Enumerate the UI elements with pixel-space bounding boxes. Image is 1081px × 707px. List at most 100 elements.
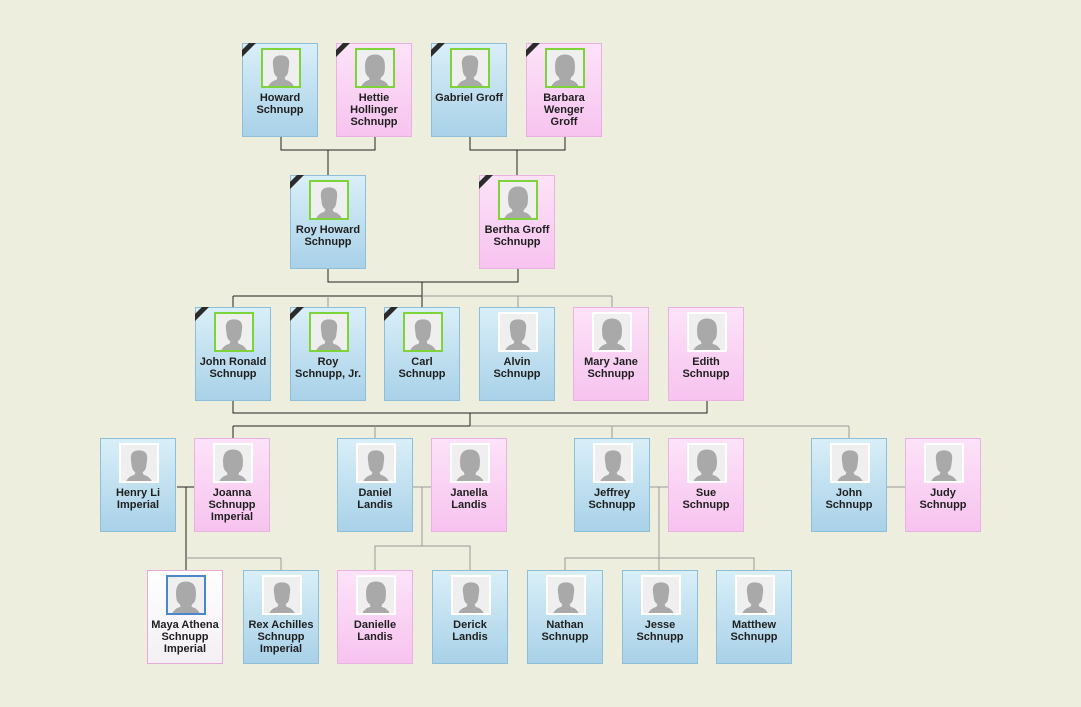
person-photo [687, 443, 727, 483]
person-photo [735, 575, 775, 615]
silhouette-male-icon [837, 450, 863, 481]
person-photo [498, 312, 538, 352]
person-card-rex-achilles-schnupp-imperial[interactable]: Rex Achilles Schnupp Imperial [243, 570, 319, 664]
person-photo [450, 443, 490, 483]
person-name: Daniel Landis [357, 487, 393, 511]
silhouette-female-icon [551, 54, 579, 86]
person-card-judy-schnupp[interactable]: Judy Schnupp [905, 438, 981, 532]
silhouette-male-icon [410, 319, 436, 350]
silhouette-male-icon [458, 582, 484, 613]
deceased-ribbon-icon [384, 307, 398, 321]
person-photo [214, 312, 254, 352]
deceased-ribbon-icon [242, 43, 256, 57]
silhouette-female-icon [172, 581, 200, 613]
connector-line [469, 137, 566, 151]
person-photo [356, 575, 396, 615]
deceased-ribbon-icon [526, 43, 540, 57]
person-name: Roy Schnupp, Jr. [294, 356, 361, 380]
person-name: Matthew Schnupp [730, 619, 778, 643]
person-name: Bertha Groff Schnupp [484, 224, 550, 248]
deceased-ribbon-icon [431, 43, 445, 57]
person-photo [546, 575, 586, 615]
person-card-alvin-schnupp[interactable]: Alvin Schnupp [479, 307, 555, 401]
person-card-edith-schnupp[interactable]: Edith Schnupp [668, 307, 744, 401]
silhouette-female-icon [598, 318, 626, 350]
person-card-nathan-schnupp[interactable]: Nathan Schnupp [527, 570, 603, 664]
person-name: Henry Li Imperial [115, 487, 160, 511]
person-card-derick-landis[interactable]: Derick Landis [432, 570, 508, 664]
person-name: Nathan Schnupp [541, 619, 589, 643]
person-card-hettie-hollinger-schnupp[interactable]: Hettie Hollinger Schnupp [336, 43, 412, 137]
silhouette-male-icon [363, 450, 389, 481]
person-photo [309, 180, 349, 220]
person-card-gabriel-groff[interactable]: Gabriel Groff [431, 43, 507, 137]
person-photo [356, 443, 396, 483]
person-name: Janella Landis [450, 487, 488, 511]
person-name: Sue Schnupp [682, 487, 730, 511]
person-name: Roy Howard Schnupp [295, 224, 361, 248]
person-name: Edith Schnupp [682, 356, 730, 380]
person-card-roy-schnupp-jr[interactable]: Roy Schnupp, Jr. [290, 307, 366, 401]
person-card-jeffrey-schnupp[interactable]: Jeffrey Schnupp [574, 438, 650, 532]
person-photo [261, 48, 301, 88]
person-photo [830, 443, 870, 483]
person-photo [166, 575, 206, 615]
silhouette-female-icon [361, 54, 389, 86]
person-card-daniel-landis[interactable]: Daniel Landis [337, 438, 413, 532]
silhouette-male-icon [505, 319, 531, 350]
deceased-ribbon-icon [336, 43, 350, 57]
silhouette-female-icon [693, 449, 721, 481]
connector-line [564, 557, 755, 570]
silhouette-female-icon [693, 318, 721, 350]
silhouette-female-icon [219, 449, 247, 481]
person-card-mary-jane-schnupp[interactable]: Mary Jane Schnupp [573, 307, 649, 401]
person-card-henry-li-imperial[interactable]: Henry Li Imperial [100, 438, 176, 532]
person-photo [593, 443, 633, 483]
person-name: Jesse Schnupp [636, 619, 684, 643]
person-photo [355, 48, 395, 88]
connector-line [280, 137, 376, 151]
silhouette-male-icon [316, 187, 342, 218]
person-name: Barbara Wenger Groff [543, 92, 585, 128]
person-card-danielle-landis[interactable]: Danielle Landis [337, 570, 413, 664]
person-name: John Ronald Schnupp [199, 356, 267, 380]
person-photo [451, 575, 491, 615]
deceased-ribbon-icon [195, 307, 209, 321]
silhouette-male-icon [316, 319, 342, 350]
person-card-joanna-schnupp-imperial[interactable]: Joanna Schnupp Imperial [194, 438, 270, 532]
silhouette-male-icon [931, 450, 957, 481]
person-photo [309, 312, 349, 352]
silhouette-female-icon [504, 186, 532, 218]
silhouette-male-icon [221, 319, 247, 350]
silhouette-male-icon [269, 582, 295, 613]
person-card-howard-schnupp[interactable]: Howard Schnupp [242, 43, 318, 137]
person-photo [119, 443, 159, 483]
person-name: Carl Schnupp [398, 356, 446, 380]
person-name: Gabriel Groff [435, 92, 503, 104]
person-card-carl-schnupp[interactable]: Carl Schnupp [384, 307, 460, 401]
person-card-barbara-wenger-groff[interactable]: Barbara Wenger Groff [526, 43, 602, 137]
person-name: Joanna Schnupp Imperial [208, 487, 256, 523]
person-name: Rex Achilles Schnupp Imperial [248, 619, 314, 655]
connector-line [232, 401, 708, 414]
person-card-john-ronald-schnupp[interactable]: John Ronald Schnupp [195, 307, 271, 401]
person-card-matthew-schnupp[interactable]: Matthew Schnupp [716, 570, 792, 664]
person-name: Jeffrey Schnupp [588, 487, 636, 511]
person-photo [450, 48, 490, 88]
person-photo [498, 180, 538, 220]
person-photo [592, 312, 632, 352]
person-card-roy-howard-schnupp[interactable]: Roy Howard Schnupp [290, 175, 366, 269]
person-card-bertha-groff-schnupp[interactable]: Bertha Groff Schnupp [479, 175, 555, 269]
silhouette-male-icon [268, 55, 294, 86]
person-name: Danielle Landis [353, 619, 397, 643]
person-card-janella-landis[interactable]: Janella Landis [431, 438, 507, 532]
person-name: Derick Landis [452, 619, 488, 643]
person-card-maya-athena-schnupp-imperial[interactable]: Maya Athena Schnupp Imperial [147, 570, 223, 664]
connector-line [327, 269, 519, 283]
person-name: Alvin Schnupp [493, 356, 541, 380]
person-card-sue-schnupp[interactable]: Sue Schnupp [668, 438, 744, 532]
person-card-jesse-schnupp[interactable]: Jesse Schnupp [622, 570, 698, 664]
person-photo [924, 443, 964, 483]
person-card-john-schnupp[interactable]: John Schnupp [811, 438, 887, 532]
person-photo [641, 575, 681, 615]
